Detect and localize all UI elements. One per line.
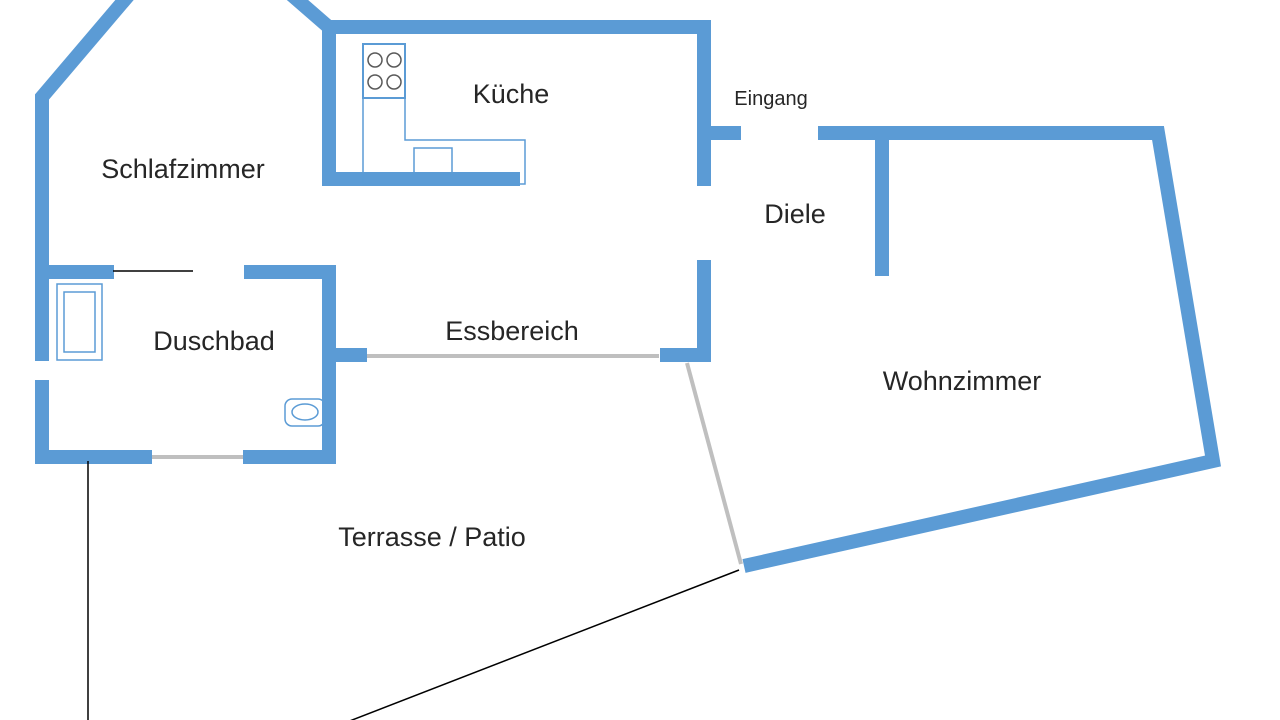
stove-icon bbox=[362, 43, 406, 99]
room-label-wohnzimmer: Wohnzimmer bbox=[883, 366, 1042, 396]
boundary-line-diagonal bbox=[350, 569, 740, 720]
openings bbox=[152, 354, 743, 565]
boundary-lines bbox=[87, 270, 740, 720]
wall-duschbad-southwest bbox=[35, 380, 152, 464]
shower-outline bbox=[56, 283, 103, 361]
burner-icon bbox=[367, 74, 383, 90]
room-labels: Schlafzimmer Küche Eingang Diele Duschba… bbox=[101, 79, 1041, 552]
room-label-kueche: Küche bbox=[473, 79, 550, 109]
room-label-schlafzimmer: Schlafzimmer bbox=[101, 154, 265, 184]
sink-icon bbox=[413, 147, 453, 175]
burner-icon bbox=[386, 74, 402, 90]
room-label-eingang: Eingang bbox=[734, 88, 807, 110]
wall-duschbad-east bbox=[243, 265, 336, 464]
burner-icon bbox=[367, 52, 383, 68]
wall-wohnzimmer-perimeter bbox=[742, 126, 1222, 573]
room-label-duschbad: Duschbad bbox=[153, 326, 275, 356]
opening-terrasse-wohnzimmer bbox=[685, 362, 743, 565]
wall-kueche-perimeter bbox=[322, 20, 711, 186]
shower-tub-icon bbox=[56, 283, 103, 361]
toilet-icon bbox=[284, 398, 326, 427]
toilet-bowl bbox=[291, 403, 319, 421]
room-label-terrasse: Terrasse / Patio bbox=[338, 522, 526, 552]
stove-outline bbox=[362, 43, 406, 99]
shower-inner bbox=[63, 291, 96, 353]
room-label-essbereich: Essbereich bbox=[445, 316, 579, 346]
fixtures bbox=[56, 43, 526, 427]
wall-diele-essbereich bbox=[660, 260, 711, 362]
room-label-diele: Diele bbox=[764, 199, 826, 229]
wall-schlafzimmer-northeast-diagonal bbox=[286, 0, 337, 36]
burner-icon bbox=[386, 52, 402, 68]
walls bbox=[35, 0, 1222, 573]
toilet-outline bbox=[284, 398, 326, 427]
